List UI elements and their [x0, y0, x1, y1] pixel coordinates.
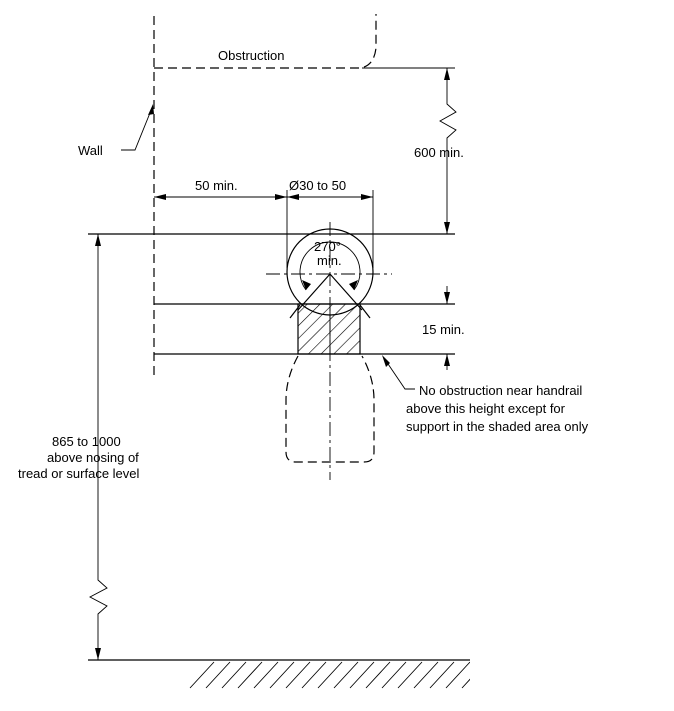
height-line-2: above nosing of [47, 450, 139, 465]
note-leader [383, 357, 415, 390]
dim-diameter-label: Ø30 to 50 [289, 178, 346, 193]
dim-diameter-arrow-left [287, 194, 299, 200]
bracket-outline [285, 355, 375, 463]
height-line-3: tread or surface level [18, 466, 140, 481]
dim-50-arrow-left [154, 194, 166, 200]
dim-15-label: 15 min. [422, 322, 465, 337]
angle-value-label: 270° [314, 239, 341, 254]
wall-leader [121, 107, 153, 151]
obstruction-label: Obstruction [218, 48, 284, 63]
wall-leader-arrow [148, 104, 154, 115]
dim-height-line [89, 234, 108, 660]
angle-arrow-left [302, 280, 311, 290]
dim-50-arrow-right [275, 194, 287, 200]
dim-15-arrow-top [444, 292, 450, 304]
support-line-right2 [359, 304, 371, 319]
angle-arc [299, 241, 361, 291]
obstruction-outline [154, 14, 377, 69]
dim-600-label: 600 min. [414, 145, 464, 160]
dim-height-arrow-top [95, 234, 101, 246]
dim-15-arrow-bottom [444, 354, 450, 366]
dim-600-arrow-top [444, 68, 450, 80]
ground-hatch [189, 661, 470, 689]
note-line-2: above this height except for [406, 401, 566, 416]
dim-600-line [439, 68, 457, 234]
shaded-support-area [297, 303, 361, 355]
dim-50-label: 50 min. [195, 178, 238, 193]
height-line-1: 865 to 1000 [52, 434, 121, 449]
dim-diameter-arrow-right [361, 194, 373, 200]
angle-unit-label: min. [317, 253, 342, 268]
note-leader-arrow [382, 355, 390, 367]
wall-label: Wall [78, 143, 103, 158]
note-line-1: No obstruction near handrail [419, 383, 582, 398]
dim-600-arrow-bottom [444, 222, 450, 234]
support-line-left [297, 273, 363, 311]
dim-height-arrow-bottom [95, 648, 101, 660]
note-line-3: support in the shaded area only [406, 419, 589, 434]
angle-arrow-right [349, 280, 358, 290]
